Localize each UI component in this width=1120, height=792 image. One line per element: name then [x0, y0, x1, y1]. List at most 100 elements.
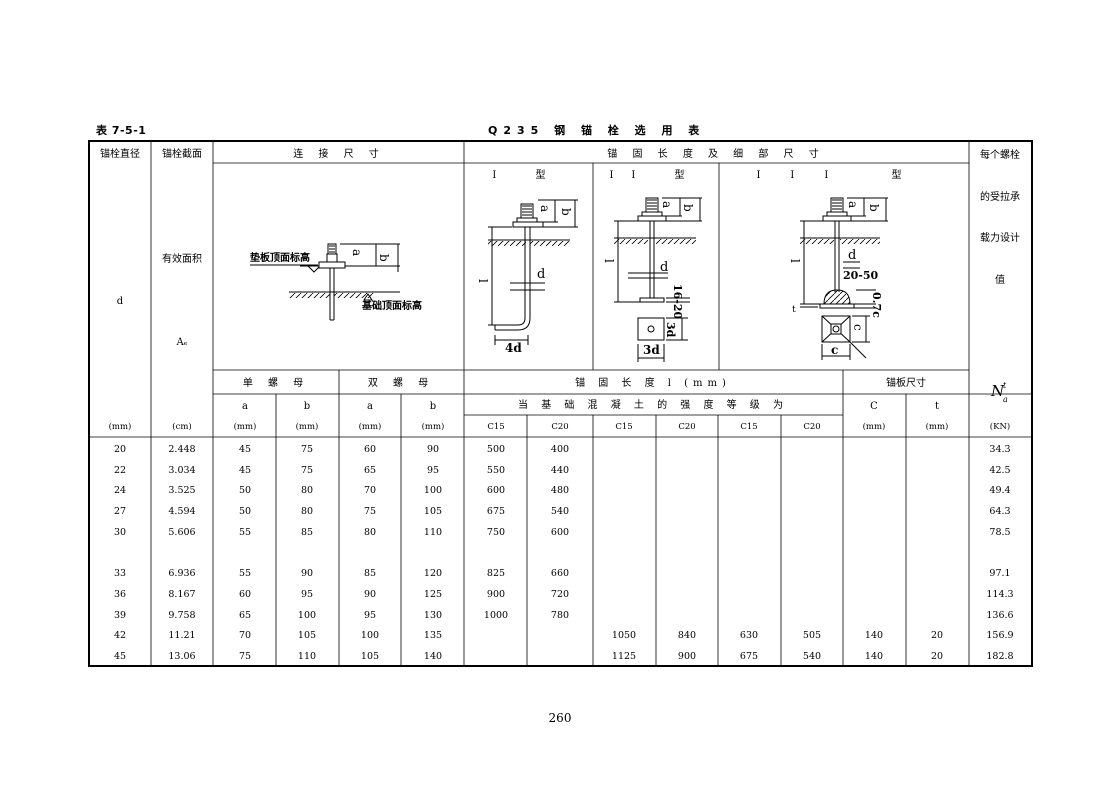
typeII-16-20-label: 16-20	[671, 284, 684, 320]
header-type-I: I 型	[492, 168, 563, 181]
header-d-symbol: d	[117, 296, 124, 307]
table-cell: 85	[301, 527, 313, 538]
table-cell: 900	[487, 589, 505, 600]
unit-a-single: (mm)	[234, 421, 257, 432]
typeIII-20-50-label: 20-50	[843, 269, 879, 282]
svg-text:t: t	[1003, 381, 1007, 390]
table-cell: 9.758	[168, 610, 195, 621]
grid-lines	[89, 141, 1032, 666]
typeIII-d-label: d	[848, 248, 856, 263]
header-concrete-grade: 当 基 础 混 凝 土 的 强 度 等 级 为	[518, 398, 788, 411]
table-cell: 6.936	[168, 568, 195, 579]
table-cell: 720	[551, 589, 569, 600]
grade-c20-1: C20	[551, 422, 568, 432]
table-cell: 34.3	[989, 444, 1010, 455]
typeIII-l-label: l	[788, 259, 802, 263]
table-cell: 70	[239, 630, 251, 641]
table-cell: 95	[301, 589, 313, 600]
table-cell: 840	[678, 630, 696, 641]
table-cell: 78.5	[989, 527, 1010, 538]
unit-b-single: (mm)	[296, 421, 319, 432]
table-cell: 600	[551, 527, 569, 538]
table-cell: 42.5	[989, 465, 1010, 476]
table-cell: 110	[424, 527, 442, 538]
table-cell: 24	[114, 485, 126, 496]
table-cell: 114.3	[986, 589, 1013, 600]
table-cell: 36	[114, 589, 126, 600]
table-cell: 11.21	[168, 630, 195, 641]
table-cell: 50	[239, 485, 251, 496]
table-cell: 550	[487, 465, 505, 476]
table-cell: 22	[114, 465, 126, 476]
typeII-l-label: l	[602, 259, 616, 263]
table-cell: 3.034	[168, 465, 195, 476]
header-capacity-2: 的受拉承	[980, 190, 1020, 203]
typeII-3d-label: 3d	[643, 343, 660, 357]
header-b-single: b	[304, 401, 310, 412]
table-cell: 45	[114, 651, 126, 662]
table-cell: 1125	[612, 651, 636, 662]
table-cell: 75	[301, 465, 313, 476]
table-cell: 85	[364, 568, 376, 579]
table-cell: 33	[114, 568, 126, 579]
svg-text:a: a	[1003, 395, 1008, 404]
table-cell: 75	[364, 506, 376, 517]
table-cell: 27	[114, 506, 126, 517]
table-cell: 780	[551, 610, 569, 621]
header-c: C	[870, 401, 878, 412]
header-anchorage-length: 锚 固 长 度 l (mm)	[575, 376, 731, 389]
header-effective-area: 有效面积	[162, 252, 202, 265]
table-id: 表 7-5-1	[96, 124, 147, 137]
table-cell: 8.167	[168, 589, 195, 600]
table-cell: 135	[424, 630, 442, 641]
table-cell: 4.594	[168, 506, 195, 517]
table-cell: 500	[487, 444, 505, 455]
table-cell: 140	[865, 651, 883, 662]
typeI-4d-label: 4d	[505, 341, 522, 355]
typeII-b-label: b	[681, 204, 695, 212]
type-I-diagram: a b d l 4d	[476, 199, 578, 355]
unit-t: (mm)	[926, 421, 949, 432]
header-capacity-4: 值	[995, 273, 1005, 286]
header-single-nut: 单 螺 母	[243, 377, 309, 389]
typeIII-b-label: b	[867, 204, 881, 212]
unit-a-double: (mm)	[359, 421, 382, 432]
typeII-d-label: d	[660, 260, 668, 275]
table-cell: 42	[114, 630, 126, 641]
table-cell: 64.3	[989, 506, 1010, 517]
table-cell: 140	[865, 630, 883, 641]
table-cell: 3.525	[168, 485, 195, 496]
grade-c20-2: C20	[678, 422, 695, 432]
table-cell: 97.1	[989, 568, 1010, 579]
table-cell: 105	[424, 506, 442, 517]
header-double-nut: 双 螺 母	[368, 377, 434, 389]
conn-b-label: b	[377, 254, 391, 262]
table-cell: 505	[803, 630, 821, 641]
table-cell: 80	[301, 485, 313, 496]
table-cell: 156.9	[986, 630, 1013, 641]
header-type-III: III 型	[756, 168, 931, 181]
table-cell: 65	[239, 610, 251, 621]
table-cell: 45	[239, 444, 251, 455]
type-III-diagram: a b d 20-50 l 0.7c t c c	[788, 197, 888, 360]
typeIII-c-vertical-label: c	[851, 324, 865, 331]
table-cell: 440	[551, 465, 569, 476]
table-title: Q235 钢 锚 栓 选 用 表	[488, 124, 706, 137]
table-cell: 55	[239, 527, 251, 538]
typeI-b-label: b	[559, 208, 573, 216]
table-cell: 110	[298, 651, 316, 662]
table-cell: 630	[740, 630, 758, 641]
table-cell: 100	[424, 485, 442, 496]
unit-c: (mm)	[863, 421, 886, 432]
table-cell: 13.06	[168, 651, 195, 662]
table-cell: 50	[239, 506, 251, 517]
header-type-II: II 型	[609, 168, 702, 181]
pad-top-label: 垫板顶面标高	[250, 251, 310, 264]
table-cell: 540	[803, 651, 821, 662]
typeI-a-label: a	[538, 205, 552, 212]
table-cell: 675	[740, 651, 758, 662]
unit-diameter: (mm)	[109, 421, 132, 432]
table-cell: 75	[301, 444, 313, 455]
table-cell: 825	[487, 568, 505, 579]
